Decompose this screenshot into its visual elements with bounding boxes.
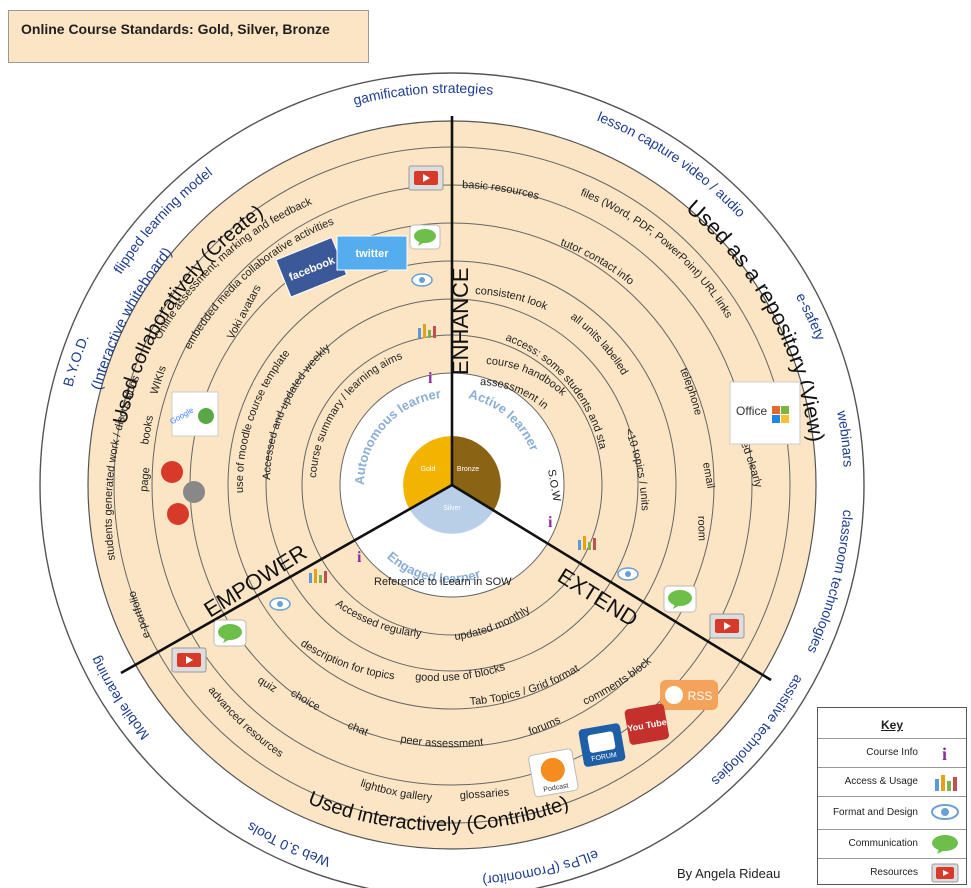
bar-chart-icon — [578, 536, 596, 550]
office-logo: Office — [729, 381, 801, 445]
item-sow: S.O.W — [545, 468, 563, 503]
key-row-resources: Resources — [818, 858, 966, 887]
item-email: email — [700, 461, 716, 489]
bar-chart-icon — [418, 324, 436, 338]
item-page: page — [138, 467, 152, 493]
info-icon: i — [428, 370, 433, 387]
key-label: Course Info — [866, 747, 918, 758]
item-room: room — [695, 516, 708, 541]
eye-icon — [269, 597, 291, 611]
communication-icons — [213, 224, 697, 647]
key-row-format-design: Format and Design — [818, 796, 966, 829]
enhance-label: ENHANCE — [448, 267, 473, 375]
bronze-label: Bronze — [457, 466, 479, 473]
speech-bubble-icon — [932, 835, 958, 854]
eye-icon — [411, 273, 433, 287]
key-row-communication: Communication — [818, 829, 966, 858]
speech-bubble-icon — [663, 585, 697, 613]
badge-icon — [183, 481, 205, 503]
facebook-logo: facebook — [275, 236, 348, 298]
play-button-icon — [408, 165, 444, 191]
twitter-logo: twitter — [336, 235, 408, 271]
item-books: books — [139, 414, 156, 445]
gold-label: Gold — [421, 466, 436, 473]
key-row-course-info: Course Info i — [818, 738, 966, 767]
podcast-logo-text: Podcast — [543, 782, 569, 793]
item-glossaries: glossaries — [459, 787, 510, 802]
format-design-icons — [269, 273, 639, 611]
course-info-icons: i i i — [357, 370, 553, 566]
key-title: Key — [880, 718, 903, 732]
title-box: Online Course Standards: Gold, Silver, B… — [8, 10, 369, 63]
play-button-icon — [171, 647, 207, 673]
office-logo-text: Office — [736, 404, 767, 418]
sector-dividers — [120, 116, 772, 682]
key-label: Resources — [870, 867, 918, 878]
page-title: Online Course Standards: Gold, Silver, B… — [21, 21, 330, 37]
twitter-logo-text: twitter — [356, 248, 390, 260]
info-icon: i — [357, 549, 362, 566]
info-icon: i — [548, 514, 553, 531]
author-credit: By Angela Rideau — [677, 866, 781, 881]
bar-chart-icon — [935, 775, 957, 791]
speech-bubble-icon — [213, 619, 247, 647]
badge-icon — [167, 503, 189, 525]
google-logo: Google — [168, 391, 219, 437]
key-label: Access & Usage — [844, 776, 918, 787]
youtube-logo: You Tube — [624, 703, 670, 745]
resource-icons — [171, 165, 745, 673]
bar-chart-icon — [309, 569, 327, 583]
key-label: Format and Design — [832, 807, 918, 818]
rss-logo-text: RSS — [688, 689, 713, 703]
rss-logo: RSS — [660, 680, 718, 710]
key-legend: Key Course Info i Access & Usage Format … — [817, 707, 967, 885]
forum-logo-text: FORUM — [591, 752, 618, 763]
key-row-access-usage: Access & Usage — [818, 767, 966, 796]
info-icon: i — [942, 744, 947, 764]
eye-icon — [931, 804, 959, 820]
key-label: Communication — [848, 838, 918, 849]
speech-bubble-icon — [409, 224, 441, 250]
svg-text:i: i — [942, 744, 947, 764]
play-button-icon — [931, 863, 959, 883]
bookmark-badges — [161, 461, 205, 525]
silver-label: Silver — [443, 505, 461, 512]
podcast-logo: Podcast — [528, 748, 579, 798]
access-usage-icons — [309, 324, 596, 583]
forum-logo: FORUM — [578, 723, 626, 767]
badge-icon — [161, 461, 183, 483]
play-button-icon — [709, 613, 745, 639]
eye-icon — [617, 567, 639, 581]
item-reference-ilearn: Reference to iLearn in SOW — [374, 576, 512, 588]
